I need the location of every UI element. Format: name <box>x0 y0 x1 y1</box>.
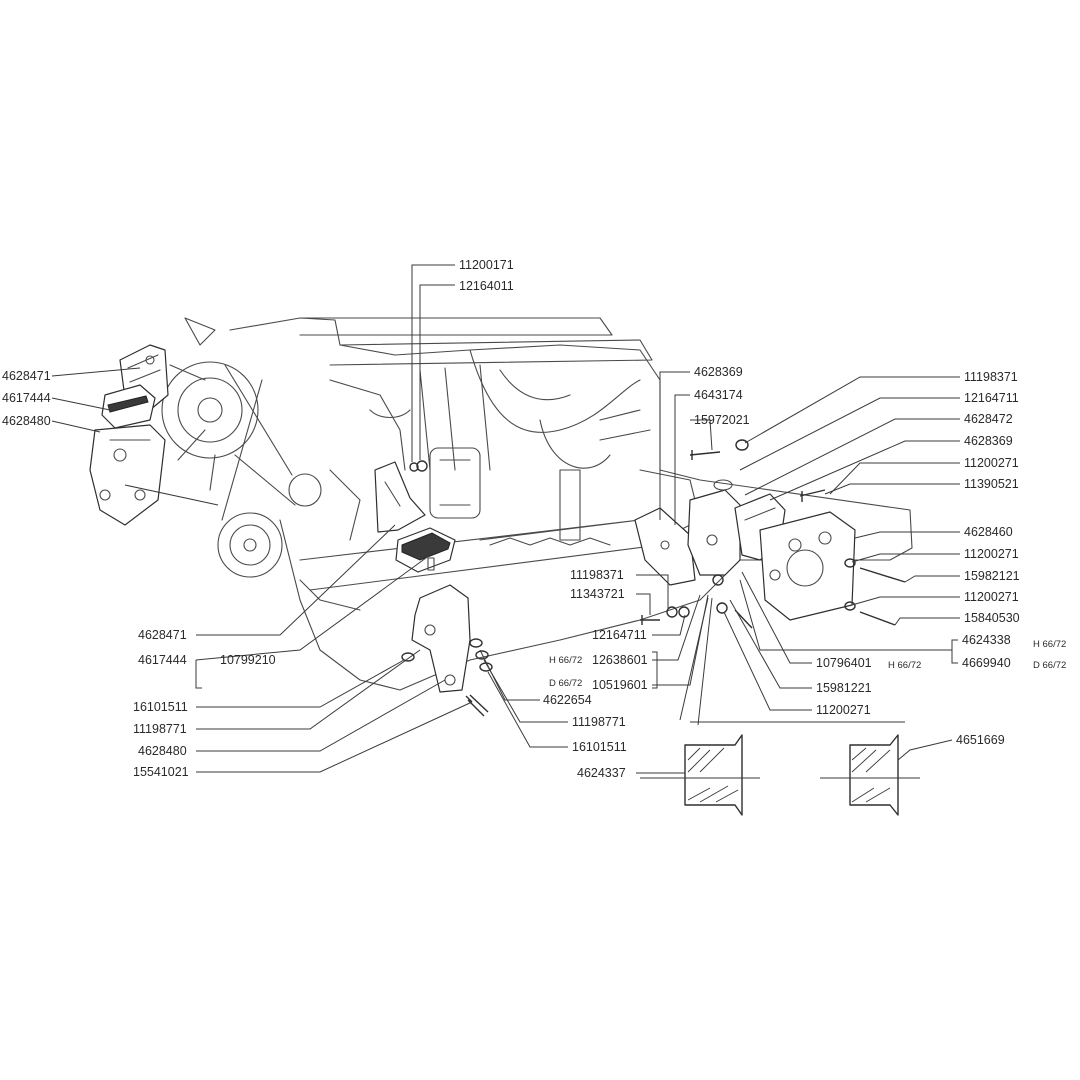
label-4617444-mid: 4617444 <box>138 653 187 667</box>
leader-lines <box>51 264 960 774</box>
right-mount-left-plate <box>634 507 696 586</box>
label-11200271-d: 11200271 <box>816 703 871 717</box>
label-12164011: 12164011 <box>459 279 514 293</box>
note-d6672-left: D 66/72 <box>549 678 582 689</box>
right-mount-center-body <box>687 479 741 576</box>
label-4628471-mid: 4628471 <box>138 628 187 642</box>
label-4628480-mid: 4628480 <box>138 744 187 758</box>
label-11198771-a: 11198771 <box>133 722 187 736</box>
label-15981221: 15981221 <box>816 681 872 695</box>
note-h6672-left: H 66/72 <box>549 655 582 666</box>
label-4643174: 4643174 <box>694 388 743 402</box>
label-10799210: 10799210 <box>220 653 276 667</box>
label-4669940: 4669940 <box>962 656 1011 670</box>
label-16101511-a: 16101511 <box>133 700 188 714</box>
left-mount-rubber-pad <box>395 527 456 573</box>
label-4617444-left: 4617444 <box>2 391 51 405</box>
front-mount-rubber-block <box>101 384 156 429</box>
label-11343721: 11343721 <box>570 587 625 601</box>
variant-notes: H 66/72 D 66/72 H 66/72 D 66/72 H 66/72 <box>549 639 1066 689</box>
label-4651669: 4651669 <box>956 733 1005 747</box>
label-15972021: 15972021 <box>694 413 750 427</box>
label-15541021: 15541021 <box>133 765 189 779</box>
label-11200271-a: 11200271 <box>964 456 1019 470</box>
left-mount-lower-bracket <box>411 584 471 693</box>
front-mount-bracket <box>89 424 166 526</box>
label-12164711-b: 12164711 <box>964 391 1019 405</box>
label-11200271-c: 11200271 <box>964 590 1019 604</box>
label-10519601: 10519601 <box>592 678 648 692</box>
label-11390521: 11390521 <box>964 477 1019 491</box>
label-10796401: 10796401 <box>816 656 872 670</box>
engine-block-drawing <box>161 317 913 691</box>
note-h6672-right: H 66/72 <box>1033 639 1066 650</box>
label-4628472: 4628472 <box>964 412 1013 426</box>
bushing-section-left <box>640 734 760 816</box>
note-h6672-10796401: H 66/72 <box>888 660 921 671</box>
label-11198371-a: 11198371 <box>570 568 624 582</box>
label-4628369-b: 4628369 <box>964 434 1013 448</box>
label-4628471-left: 4628471 <box>2 369 51 383</box>
label-11198371-b: 11198371 <box>964 370 1018 384</box>
label-4624338: 4624338 <box>962 633 1011 647</box>
label-4622654: 4622654 <box>543 693 592 707</box>
label-16101511-b: 16101511 <box>572 740 627 754</box>
label-12638601: 12638601 <box>592 653 648 667</box>
rear-flange-plate <box>759 511 856 621</box>
label-4624337: 4624337 <box>577 766 626 780</box>
part-number-labels: 11200171 12164011 4628471 4617444 462848… <box>2 258 1020 780</box>
label-15840530: 15840530 <box>964 611 1020 625</box>
label-4628369-a: 4628369 <box>694 365 743 379</box>
label-11200171-top: 11200171 <box>459 258 514 272</box>
label-4628480-left: 4628480 <box>2 414 51 428</box>
label-12164711-a: 12164711 <box>592 628 647 642</box>
label-15982121: 15982121 <box>964 569 1020 583</box>
label-11198771-b: 11198771 <box>572 715 626 729</box>
note-d6672-right: D 66/72 <box>1033 660 1066 671</box>
bushing-section-right <box>820 734 920 816</box>
label-11200271-b: 11200271 <box>964 547 1019 561</box>
label-4628460: 4628460 <box>964 525 1013 539</box>
left-mount-upper-bracket <box>374 461 426 533</box>
